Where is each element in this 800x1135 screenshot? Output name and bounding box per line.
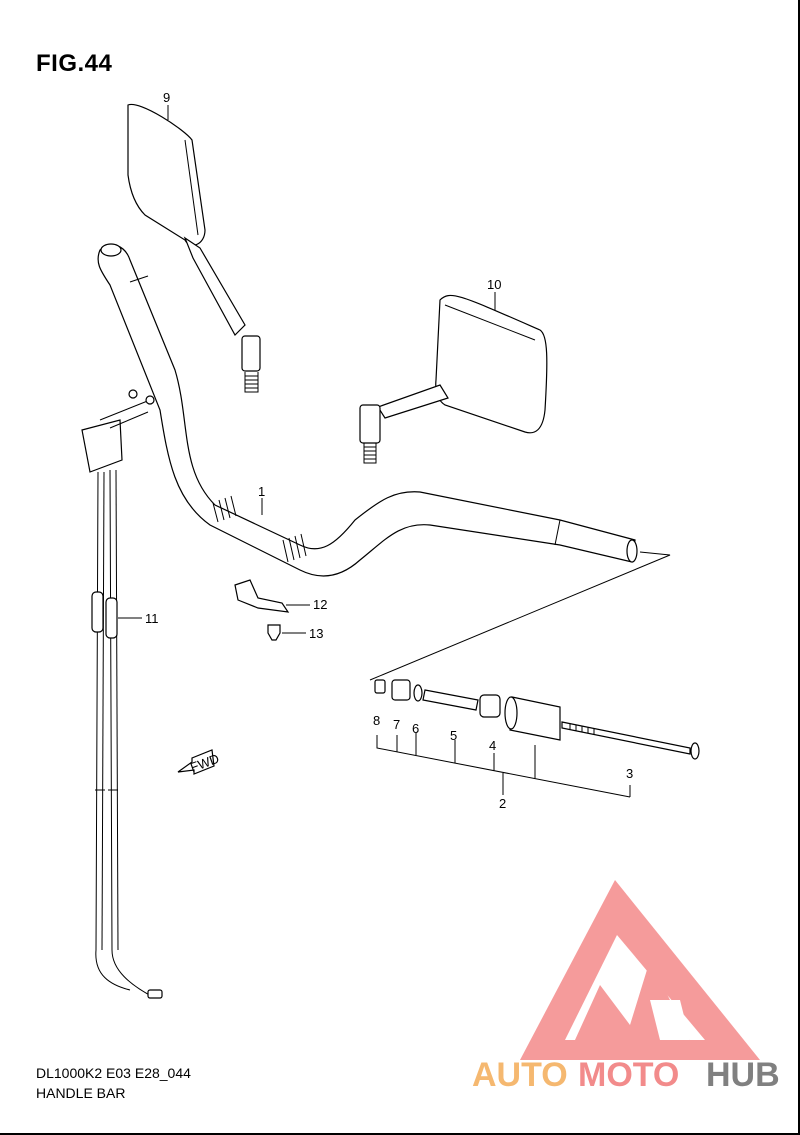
callout-7: 7: [393, 717, 400, 732]
fwd-label: FWD: [188, 751, 221, 775]
cable-a-inner: [101, 471, 105, 951]
left-mirror-thread: [244, 372, 259, 393]
throttle-cable-part: [81, 389, 163, 999]
callout-13: 13: [309, 626, 323, 641]
screw-thread: [569, 724, 595, 734]
logo-g-notch: [650, 1000, 690, 1040]
left-mirror-rim: [184, 139, 199, 236]
grip-sleeve-right: [554, 519, 561, 546]
part-2-weight-face: [504, 696, 518, 730]
cable-b: [109, 469, 156, 999]
cable-b-inner: [115, 469, 119, 951]
part-2-weight: [509, 696, 561, 741]
left-mirror-stem: [183, 236, 246, 336]
part-3-screw: [561, 721, 691, 755]
section-name: HANDLE BAR: [36, 1085, 126, 1101]
part-7-collar: [391, 679, 411, 701]
figure-title: FIG.44: [36, 50, 113, 77]
part-8-plug: [374, 679, 386, 694]
left-mirror-glass: [127, 103, 206, 246]
watermark-wordmark: AUTO MOTO HUB: [472, 1056, 780, 1094]
leader-diagonal: [369, 551, 671, 681]
right-mirror-mount: [359, 404, 381, 444]
cable-adjuster-b: [105, 597, 118, 639]
model-code: DL1000K2 E03 E28_044: [36, 1065, 191, 1081]
knurl-2: [282, 533, 307, 563]
part-4-insert: [479, 694, 501, 718]
right-mirror-glass: [435, 294, 548, 434]
callout-3: 3: [626, 766, 633, 781]
knurl-1: [212, 495, 237, 523]
handlebar-right-end: [626, 539, 638, 563]
callout-11: 11: [145, 611, 159, 626]
callout-1: 1: [258, 484, 265, 499]
cable-adjuster-a: [91, 591, 104, 633]
fwd-arrow-icon: FWD: [177, 749, 221, 775]
part-5-rod: [422, 689, 479, 711]
part-6-washer: [413, 684, 423, 702]
cable-bolt-head-2: [128, 389, 138, 399]
right-mirror-part: [359, 294, 548, 464]
left-mirror-part: [127, 103, 261, 393]
callout-4: 4: [489, 738, 496, 753]
fwd-arrow-shape: [177, 749, 215, 775]
left-mirror-mount: [241, 335, 261, 372]
cable-terminal: [147, 989, 163, 999]
handlebar-left-end: [100, 243, 122, 257]
callout-8: 8: [373, 713, 380, 728]
page-border-right: [798, 0, 800, 1135]
right-mirror-thread: [363, 443, 377, 464]
leader-bracket: [376, 733, 631, 798]
handlebar-part: [97, 243, 638, 577]
cable-clamp: [234, 579, 290, 613]
part-3-screw-head: [690, 742, 700, 760]
right-mirror-rim: [444, 304, 536, 341]
callout-10: 10: [487, 277, 501, 292]
callout-12: 12: [313, 597, 327, 612]
leader-lines: [118, 105, 671, 798]
cable-a: [95, 471, 131, 991]
callout-9: 9: [163, 90, 170, 105]
watermark-moto: MOTO: [578, 1056, 679, 1094]
watermark-hub: HUB: [706, 1056, 780, 1094]
clamp-part: [234, 579, 290, 641]
watermark-logo: [520, 880, 760, 1060]
page-border-bottom: [0, 1133, 800, 1135]
clamp-bolt: [267, 624, 281, 641]
balancer-assembly: [374, 679, 700, 760]
cable-end-bolts: [99, 399, 151, 429]
callout-5: 5: [450, 728, 457, 743]
cable-housing-top: [81, 419, 123, 473]
right-mirror-stem: [377, 384, 449, 419]
callout-6: 6: [412, 721, 419, 736]
watermark-auto: AUTO: [472, 1056, 568, 1094]
cable-bolt-head-1: [145, 395, 155, 405]
callout-2: 2: [499, 796, 506, 811]
grip-sleeve-left: [129, 275, 149, 283]
